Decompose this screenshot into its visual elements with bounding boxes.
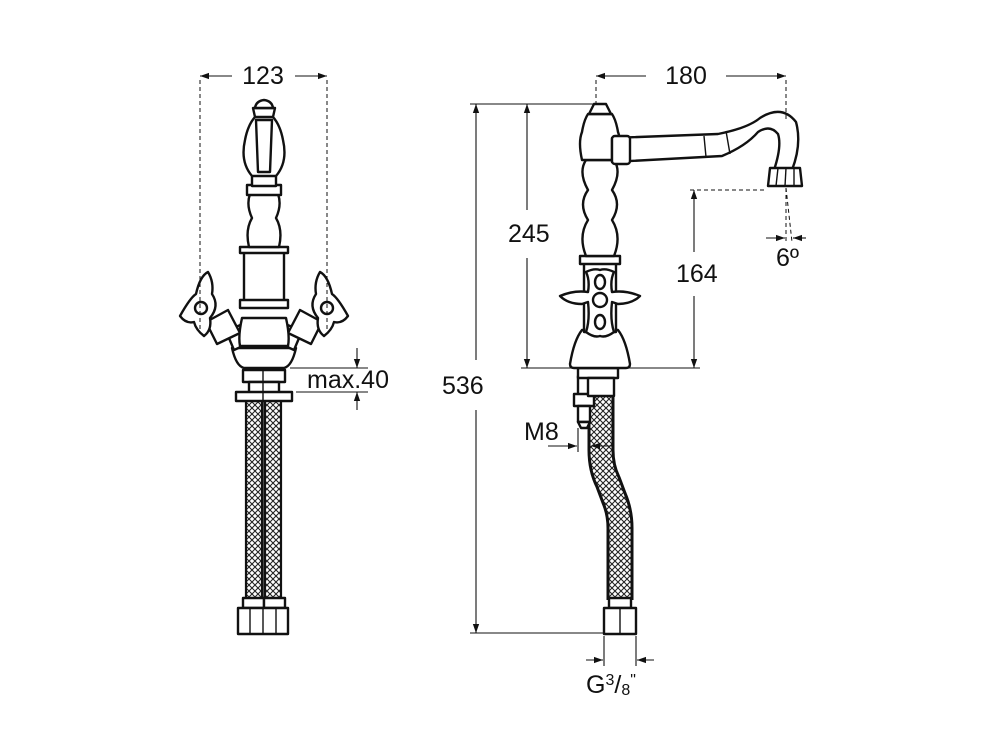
dim-spout-angle: 6º (766, 187, 806, 272)
dim-hose-thread: G3/8" (586, 636, 654, 699)
dim-label-245: 245 (508, 220, 550, 248)
side-hose-nut (602, 596, 638, 636)
dim-label-536: 536 (442, 372, 484, 400)
side-cross-handle (558, 268, 642, 338)
side-flexible-hose (587, 396, 634, 600)
dim-label-6deg: 6º (776, 244, 799, 272)
dim-label-164: 164 (676, 260, 718, 288)
side-base-body (568, 328, 632, 370)
dim-spout-height: 164 (628, 189, 766, 369)
dim-reach: 180 (595, 62, 787, 120)
front-flexible-hoses (244, 398, 283, 602)
dim-mount-thread: M8 (524, 418, 612, 452)
dim-label-123: 123 (242, 62, 284, 90)
dim-label-m8: M8 (524, 418, 559, 446)
dim-body-height: 245 (508, 104, 572, 369)
side-mounting-hardware (576, 366, 620, 398)
side-spout (610, 110, 804, 188)
dim-label-180: 180 (665, 62, 707, 90)
dim-label-max40: max.40 (307, 366, 389, 394)
front-mounting-hardware (234, 368, 294, 403)
front-column (238, 173, 290, 348)
front-top-lever (242, 98, 286, 178)
dim-mount-thickness: max.40 (290, 348, 389, 410)
side-view: 180 536 245 164 (442, 62, 806, 699)
front-view: 123 max.40 (178, 62, 389, 636)
front-hose-nuts (236, 596, 290, 636)
dim-label-g38: G3/8" (586, 671, 636, 699)
front-base-body (230, 346, 298, 370)
dim-total-height: 536 (442, 103, 604, 634)
dim-front-width: 123 (199, 62, 328, 330)
